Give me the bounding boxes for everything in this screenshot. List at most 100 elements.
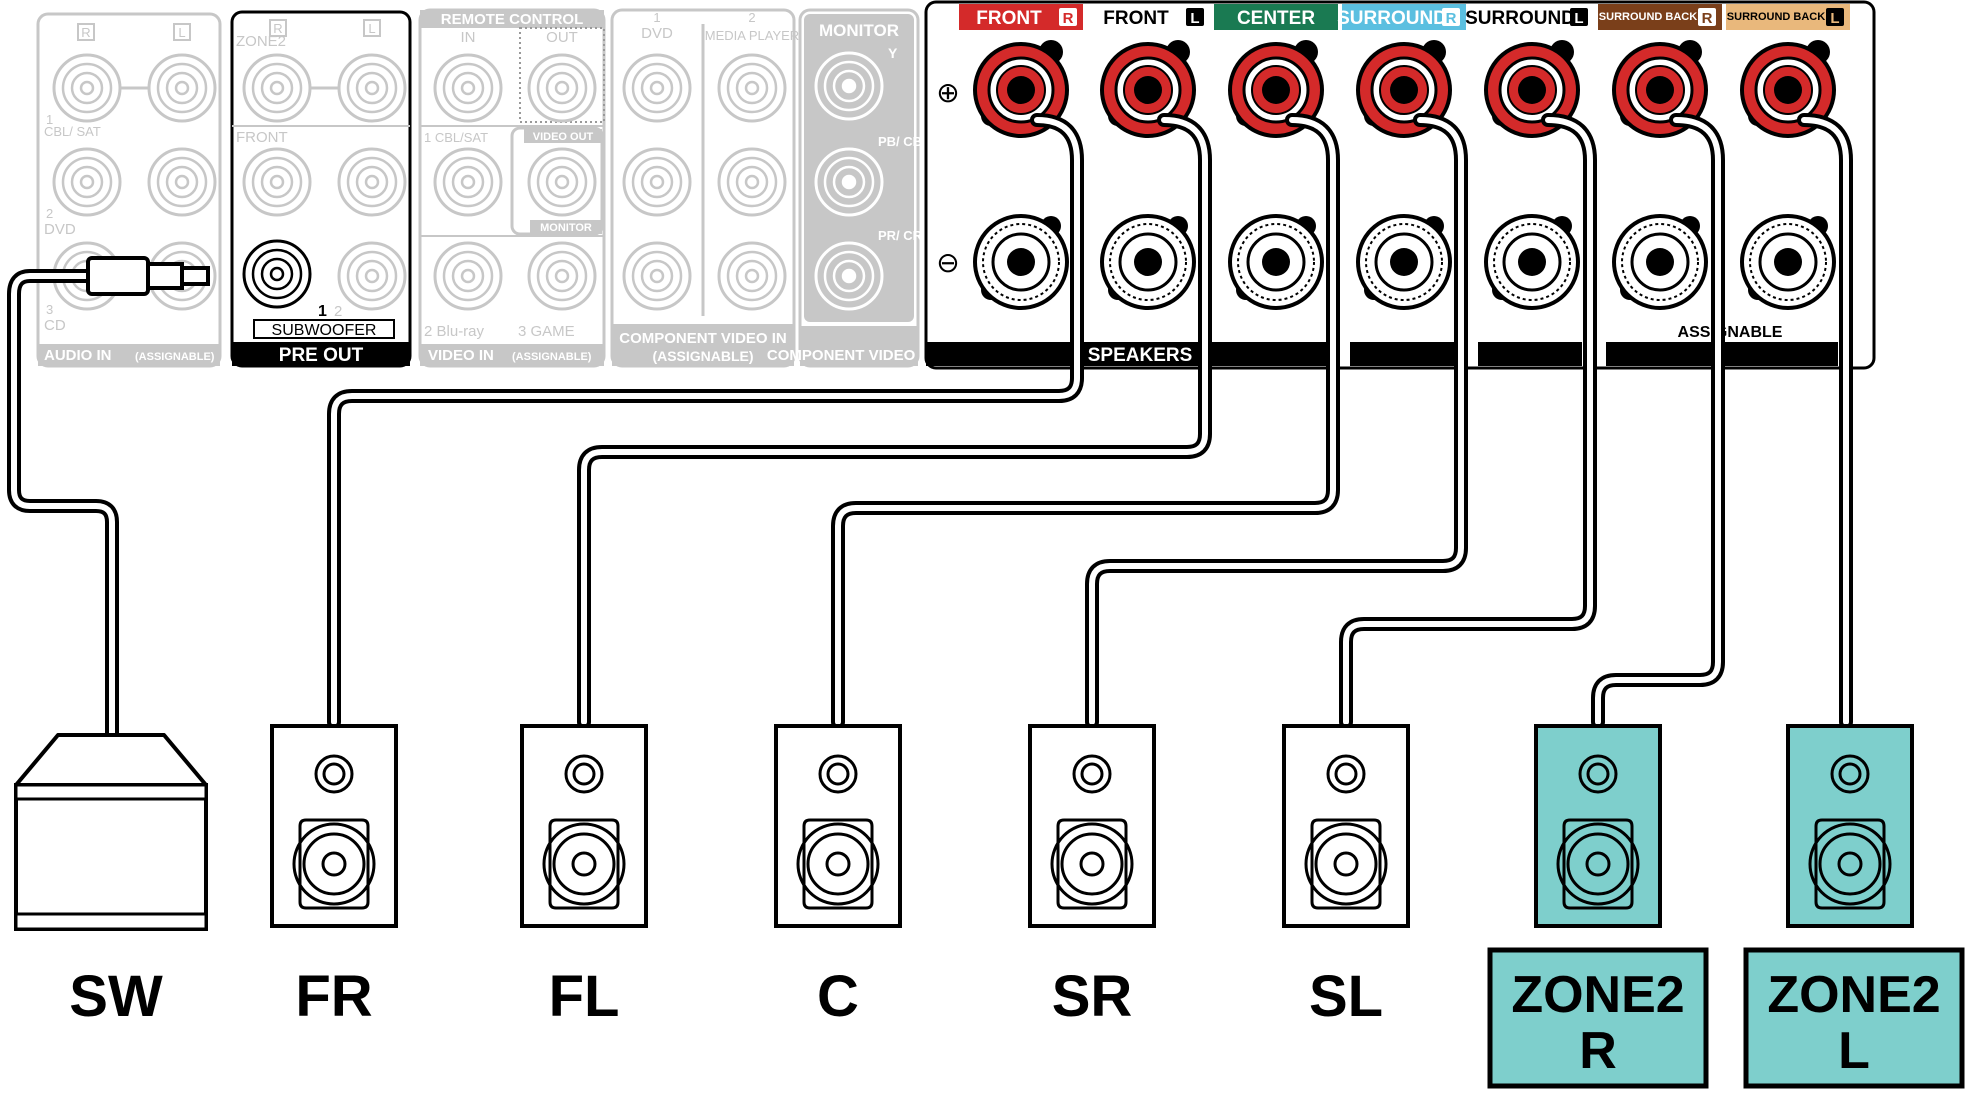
component-in-subtitle: (ASSIGNABLE) xyxy=(652,348,753,364)
component-video-in-section: 1 DVD 2 MEDIA PLAYER COMPONENT VIDEO IN … xyxy=(610,8,799,368)
speaker-terminal xyxy=(1612,40,1708,310)
section-bar xyxy=(1350,342,1454,366)
speaker-terminal xyxy=(1100,40,1196,310)
remote-in-label: IN xyxy=(461,29,476,46)
component-out-title: COMPONENT VIDEO OUT xyxy=(767,347,951,364)
video-out-label: VIDEO OUT xyxy=(533,131,594,143)
speaker-label-sw: SW xyxy=(69,964,163,1029)
terminal-header: FRONT R xyxy=(959,4,1083,30)
terminal-side: R xyxy=(1063,10,1074,27)
zone-label-line1: ZONE2 xyxy=(1767,966,1940,1024)
remote-out-label: OUT xyxy=(546,29,578,46)
component-video-out-jacks xyxy=(814,51,884,311)
speaker-cable xyxy=(1801,117,1849,725)
component-in-jack xyxy=(622,53,692,123)
section-bar xyxy=(1478,342,1582,366)
sub-number-2: 2 xyxy=(334,303,342,320)
video-in-jack xyxy=(527,241,597,311)
pre-out-jacks xyxy=(242,53,407,311)
audio-in-3-num: 3 xyxy=(46,302,53,317)
audio-in-2-name: DVD xyxy=(44,221,76,238)
subwoofer-plug xyxy=(86,256,210,296)
speaker-label-sr: SR xyxy=(1052,964,1133,1029)
speaker xyxy=(520,724,648,928)
pre-out-jack xyxy=(242,53,312,123)
component-out-monitor: MONITOR xyxy=(819,21,899,40)
pre-out-jack xyxy=(242,147,312,217)
terminal-name: SURROUND xyxy=(1465,8,1575,29)
pre-out-title: PRE OUT xyxy=(279,345,364,366)
audio-in-1-num: 1 xyxy=(46,112,53,127)
speaker xyxy=(1282,724,1410,928)
negative-symbol: ⊖ xyxy=(936,247,959,278)
speaker-cable xyxy=(581,117,1208,725)
pre-out-zone: ZONE2 xyxy=(236,33,286,50)
zone-label-line2: L xyxy=(1838,1022,1870,1080)
zone2-speaker xyxy=(1786,724,1914,928)
speaker-boxes xyxy=(270,724,1914,928)
pre-out-front: FRONT xyxy=(236,129,288,146)
subwoofer-unit xyxy=(14,733,208,931)
component-in-jack xyxy=(717,241,787,311)
speaker-label-fr: FR xyxy=(295,964,372,1029)
component-in-jack xyxy=(717,147,787,217)
component-video-out-section: MONITOR Y PB/ CB PR/ CR COMPONENT VIDEO … xyxy=(767,8,951,368)
audio-in-jack xyxy=(52,147,122,217)
audio-in-3-name: CD xyxy=(44,317,66,334)
speaker-terminal xyxy=(1228,40,1324,310)
speaker-terminals xyxy=(973,40,1836,310)
speaker-terminal xyxy=(1356,40,1452,310)
audio-in-jack xyxy=(147,147,217,217)
signal-pr-label: PR/ CR xyxy=(878,228,923,243)
audio-in-jack xyxy=(147,53,217,123)
video-in-2-label: 2 Blu-ray xyxy=(424,323,485,340)
video-in-1-label: 1 CBL/SAT xyxy=(424,130,488,145)
speaker-cable xyxy=(1595,117,1721,725)
terminal-side: L xyxy=(1830,10,1839,27)
assignable-label: ASSIGNABLE xyxy=(1678,324,1783,341)
pre-out-section: PRE OUT R L ZONE2 FRONT SUBWOOFER 1 2 xyxy=(230,10,412,368)
terminal-side: L xyxy=(1574,10,1583,27)
signal-y-label: Y xyxy=(888,45,898,61)
speaker-label-sl: SL xyxy=(1309,964,1383,1029)
component-out-jack xyxy=(814,241,884,311)
rear-panel-inputs: AUDIO IN (ASSIGNABLE) R L 1 CBL/ SAT 2 D… xyxy=(36,8,951,368)
terminal-name: CENTER xyxy=(1237,8,1315,29)
audio-in-2-num: 2 xyxy=(46,206,53,221)
speaker xyxy=(270,724,398,928)
component-video-in-jacks xyxy=(622,53,787,311)
positive-symbol: ⊕ xyxy=(936,77,959,108)
terminal-header: CENTER xyxy=(1214,4,1338,30)
component-in-jack xyxy=(622,147,692,217)
section-bar xyxy=(1222,342,1326,366)
video-in-jack xyxy=(433,241,503,311)
terminal-name: SURROUND xyxy=(1337,8,1447,29)
remote-control-title: REMOTE CONTROL xyxy=(441,11,584,28)
pre-out-jack xyxy=(337,147,407,217)
terminal-name: FRONT xyxy=(976,8,1042,29)
audio-in-1-name: CBL/ SAT xyxy=(44,124,101,139)
video-in-jacks xyxy=(433,53,597,311)
terminal-name: SURROUND BACK xyxy=(1727,11,1825,23)
terminal-header: SURROUND BACK L xyxy=(1726,4,1850,30)
cables xyxy=(7,113,1853,741)
video-in-subtitle: (ASSIGNABLE) xyxy=(512,351,592,363)
audio-in-title: AUDIO IN xyxy=(44,347,112,364)
speaker-label-c: C xyxy=(817,964,859,1029)
audio-in-section: AUDIO IN (ASSIGNABLE) R L 1 CBL/ SAT 2 D… xyxy=(36,12,222,368)
component-in-jack xyxy=(717,53,787,123)
video-in-3-label: 3 GAME xyxy=(518,323,575,340)
component-out-jack xyxy=(814,51,884,121)
speaker-terminal xyxy=(1484,40,1580,310)
speaker-terminal xyxy=(1740,40,1836,310)
component-in-2-num: 2 xyxy=(748,10,755,25)
